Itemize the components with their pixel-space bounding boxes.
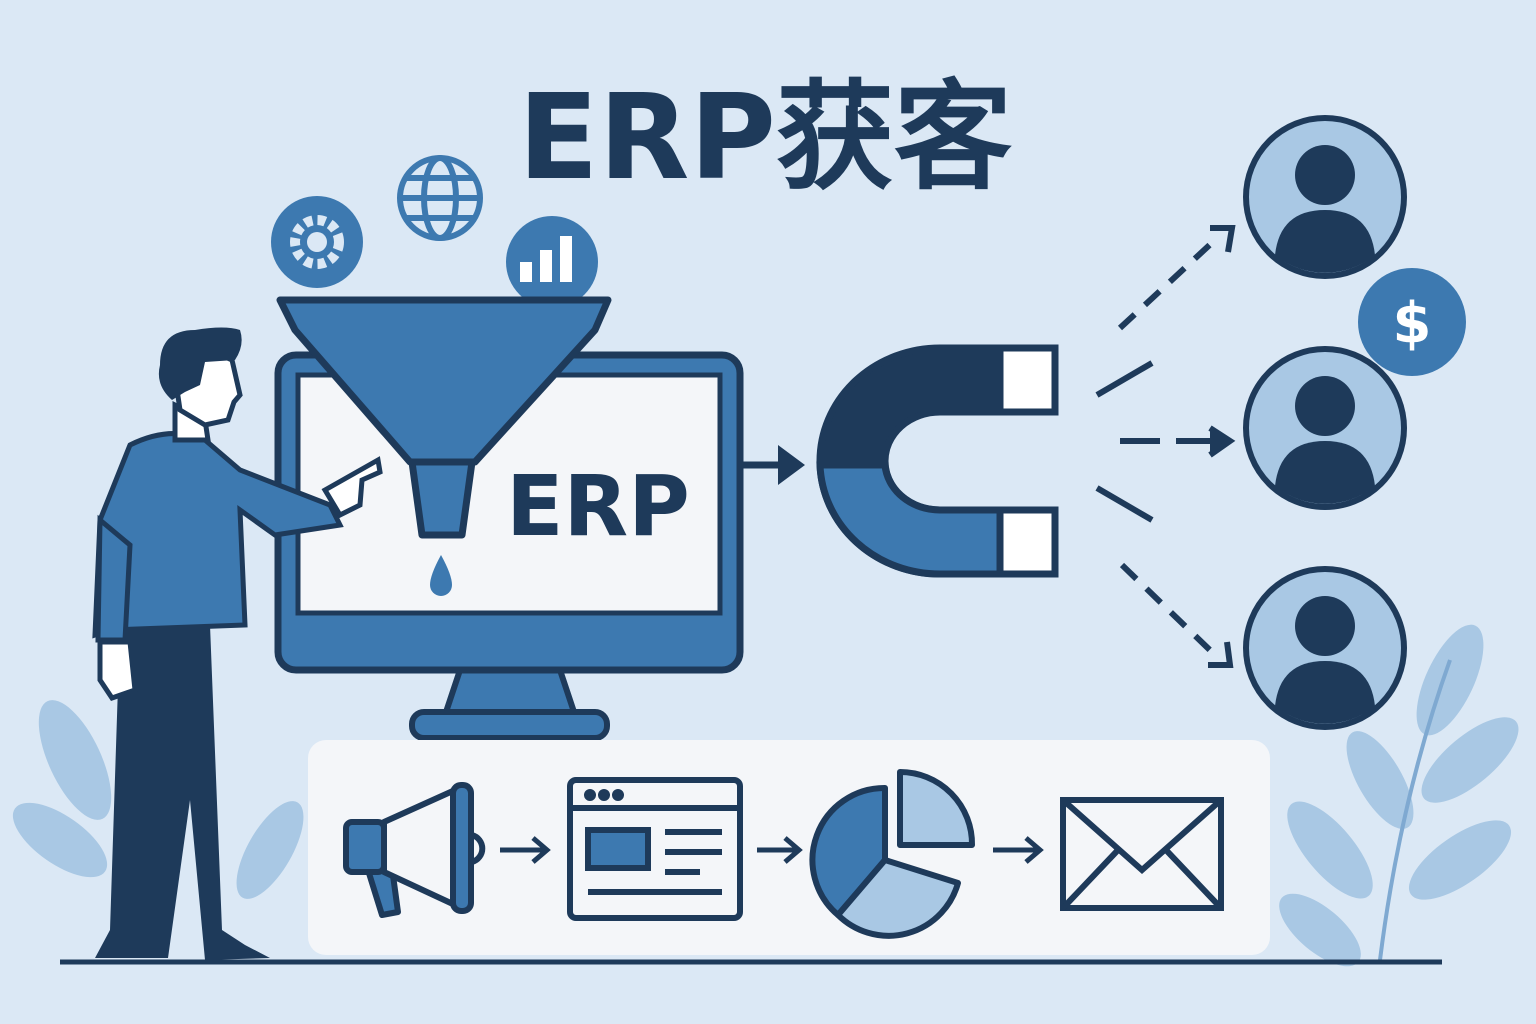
connector-arrows xyxy=(1095,225,1236,668)
megaphone-icon xyxy=(343,782,486,918)
plant-icon-right xyxy=(1279,624,1519,967)
plant-icon-left xyxy=(12,700,304,899)
envelope-icon xyxy=(1060,797,1224,911)
pie-chart-icon xyxy=(809,769,976,939)
arrow-icon xyxy=(500,836,1044,864)
monitor-erp-label: ERP xyxy=(506,457,690,555)
funnel-icon xyxy=(276,296,612,596)
arrow-icon xyxy=(740,445,805,485)
bar-chart-icon xyxy=(506,216,598,308)
user-icon xyxy=(1243,566,1407,730)
webpage-icon xyxy=(567,777,743,921)
dollar-symbol: $ xyxy=(1393,291,1432,356)
gear-icon xyxy=(271,196,363,288)
globe-icon xyxy=(397,155,483,241)
dollar-icon: $ xyxy=(1358,268,1466,376)
page-title: ERP获客 xyxy=(518,68,1012,206)
magnet-icon xyxy=(816,344,1059,578)
user-icon xyxy=(1243,115,1407,279)
person-figure xyxy=(92,327,383,960)
user-icon xyxy=(1243,346,1407,510)
